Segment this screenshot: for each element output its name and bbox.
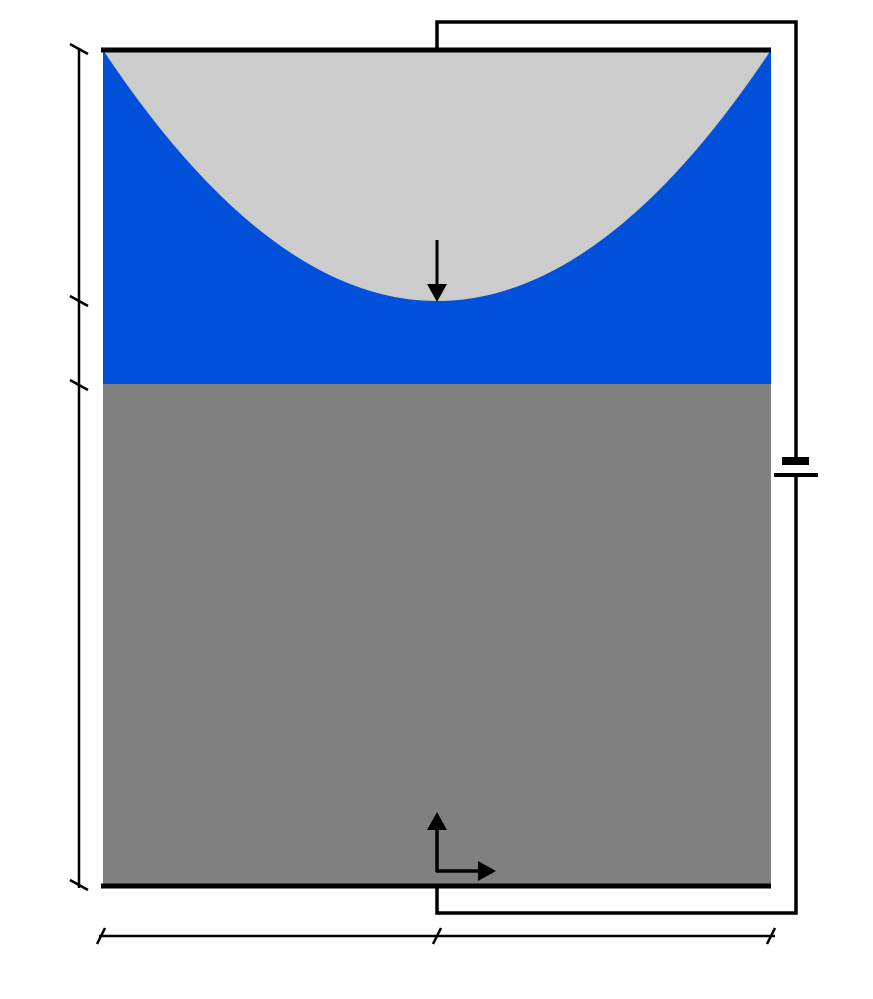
arrow-down-icon bbox=[427, 240, 447, 302]
external-circuit-wire bbox=[435, 20, 798, 915]
arrow-up-icon bbox=[427, 812, 447, 830]
vertical-dimension-lines bbox=[69, 42, 89, 892]
horizontal-dimension-line bbox=[95, 927, 777, 945]
gas-region bbox=[103, 50, 771, 301]
arrow-right-icon bbox=[478, 861, 496, 881]
substrate-region bbox=[103, 384, 771, 886]
coordinate-axes bbox=[427, 812, 496, 881]
battery-icon bbox=[774, 457, 818, 477]
